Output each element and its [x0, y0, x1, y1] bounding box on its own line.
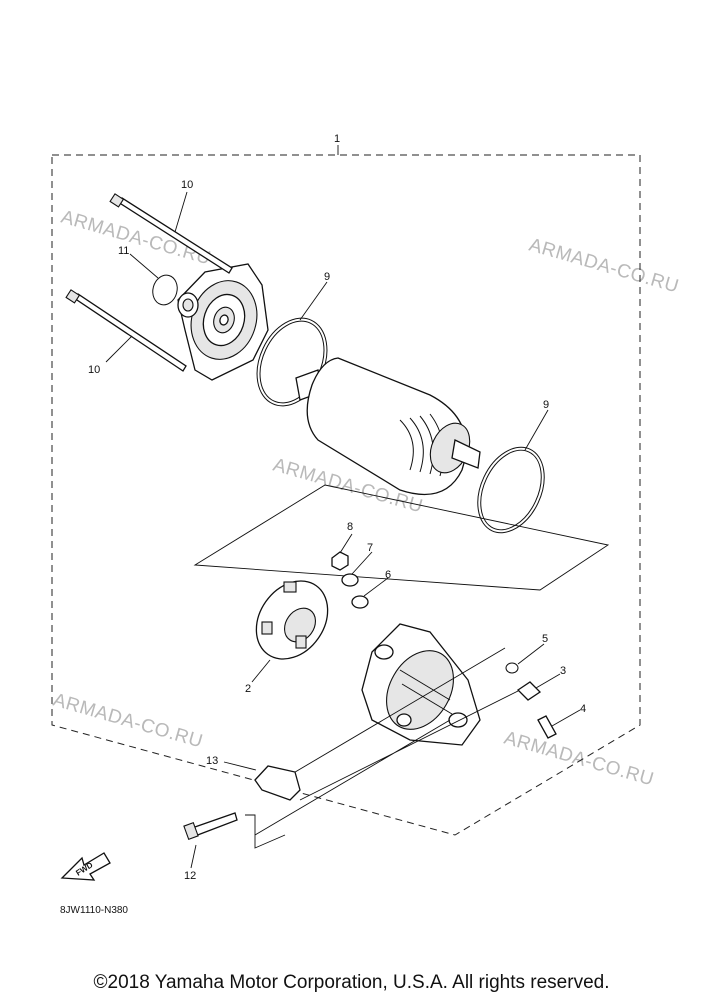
washer-6-part[interactable]	[351, 595, 369, 609]
rear-housing-part[interactable]	[361, 623, 481, 746]
bolt-4-part[interactable]	[537, 715, 557, 739]
bolt-12-part[interactable]	[183, 812, 238, 840]
watermark-1: ARMADA-CO.RU	[59, 207, 214, 270]
long-bolt-10-upper-part[interactable]	[109, 193, 233, 274]
bolt-12-bracket-link	[245, 814, 286, 849]
watermark-2: ARMADA-CO.RU	[527, 235, 682, 298]
callout-7: 7	[367, 542, 373, 554]
callout-11: 11	[118, 245, 129, 257]
lead-bracket-13-part[interactable]	[254, 765, 301, 801]
callout-numbers: 1 10 11 9 10 9 8 7 6 5 3 2 4 13 12	[88, 133, 586, 882]
brush-holder-part[interactable]	[242, 567, 343, 673]
callout-9-upper: 9	[324, 271, 330, 283]
fwd-arrow-icon: FWD	[60, 852, 111, 881]
callout-10-lower: 10	[88, 364, 100, 376]
watermark-5: ARMADA-CO.RU	[502, 728, 657, 791]
o-ring-11-part[interactable]	[150, 272, 181, 307]
callout-4: 4	[580, 703, 586, 715]
long-bolt-10-lower-part[interactable]	[65, 289, 187, 372]
copyright-footer: ©2018 Yamaha Motor Corporation, U.S.A. A…	[93, 972, 610, 993]
nut-8-part[interactable]	[331, 551, 349, 571]
o-ring-9-lower-part[interactable]	[465, 437, 557, 544]
armature-yoke-part[interactable]	[295, 357, 481, 496]
housing-reference-lines	[254, 647, 521, 836]
callout-1: 1	[334, 133, 340, 145]
callout-6: 6	[385, 569, 391, 581]
callout-8: 8	[347, 521, 353, 533]
callout-3: 3	[560, 665, 566, 677]
callout-leaders	[105, 191, 581, 869]
o-ring-9-lower-inner	[480, 449, 542, 531]
assembly-boundary	[51, 154, 641, 836]
watermark-4: ARMADA-CO.RU	[51, 690, 206, 753]
washer-7-part[interactable]	[341, 573, 359, 587]
reference-plane	[193, 484, 610, 591]
washer-5-part[interactable]	[505, 662, 519, 674]
callout-10-upper: 10	[181, 179, 193, 191]
callout-9-lower: 9	[543, 399, 549, 411]
callout-12: 12	[184, 870, 196, 882]
diagram-code: 8JW1110-N380	[60, 905, 128, 916]
callout-13: 13	[206, 755, 218, 767]
callout-2: 2	[245, 683, 251, 695]
terminal-3-part[interactable]	[516, 681, 542, 701]
callout-5: 5	[542, 633, 548, 645]
front-cover-part[interactable]	[177, 263, 269, 381]
